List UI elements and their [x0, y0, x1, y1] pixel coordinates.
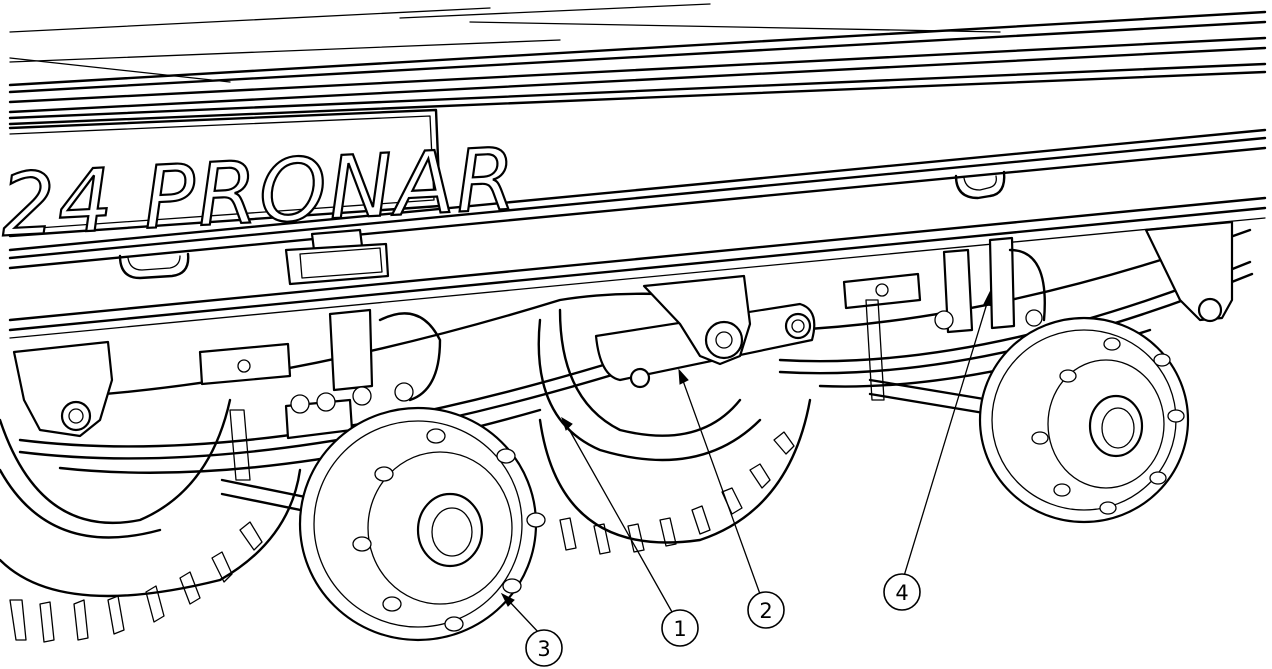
callout-4-label: 4: [895, 581, 908, 605]
wheel-studs-right: [1031, 337, 1185, 515]
callout-2: 2: [747, 591, 785, 629]
wheel-studs-left: [352, 428, 546, 632]
left-brake-drum: [298, 406, 546, 642]
left-axle-assembly: [198, 308, 442, 516]
callout-2-label: 2: [759, 599, 772, 623]
right-brake-drum: [978, 316, 1190, 524]
callout-1-label: 1: [673, 617, 686, 641]
left-wheel: [0, 398, 302, 643]
callout-1: 1: [661, 609, 699, 647]
callout-4: 4: [883, 573, 921, 611]
equalizer-rocker: [594, 274, 816, 389]
trailer-platform: [8, 3, 1267, 114]
lashing-loops: [118, 170, 1006, 280]
callout-3: 3: [525, 629, 563, 667]
callout-3-label: 3: [537, 637, 550, 661]
middle-wheel: [537, 308, 812, 555]
right-axle-assembly: [842, 236, 1046, 416]
side-frame-beam: [8, 62, 1267, 339]
brand-plate: 24 PRONAR: [0, 108, 521, 258]
brand-label: 24 PRONAR: [0, 130, 520, 257]
left-hanger-bracket: [12, 340, 114, 438]
reflector-light: [284, 228, 390, 286]
right-hanger-bracket: [1144, 220, 1234, 323]
callout-leaders: [500, 290, 993, 635]
callouts: 1 2 3 4: [500, 290, 993, 667]
